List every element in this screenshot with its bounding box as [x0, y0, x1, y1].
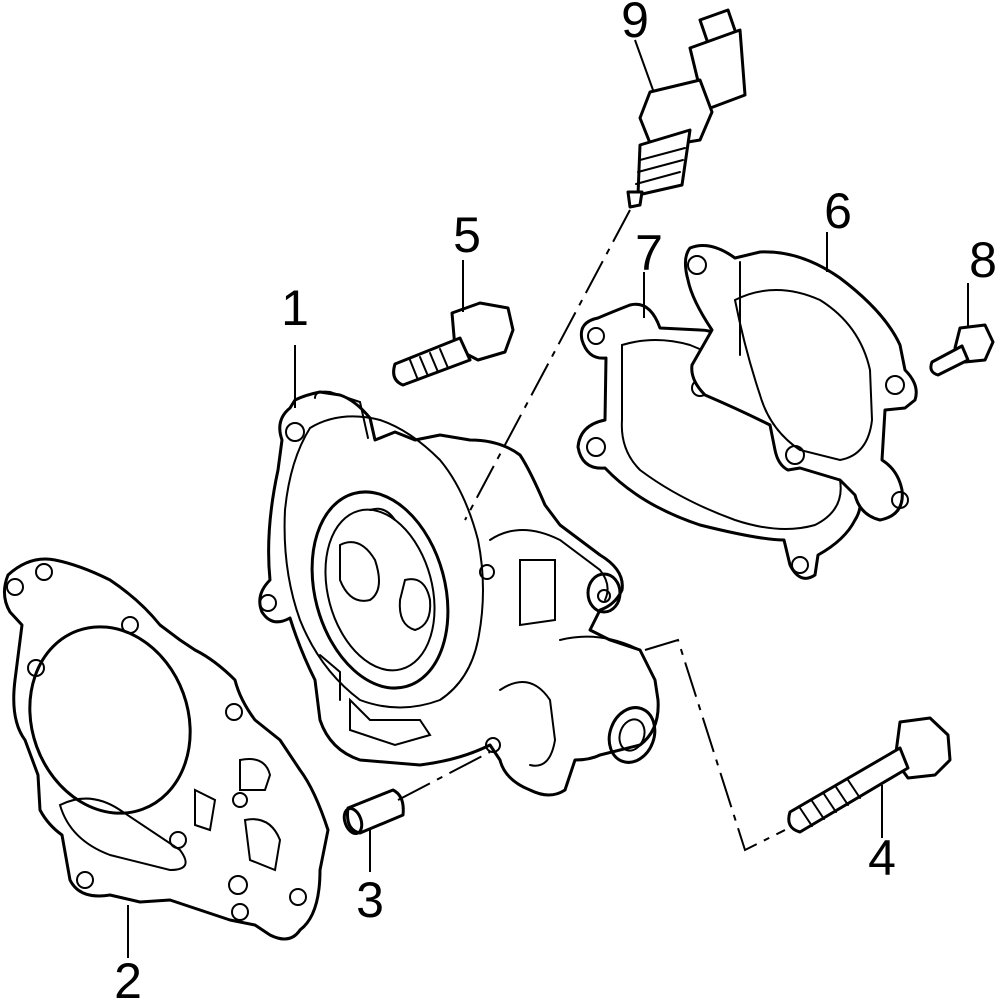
part-3-dowel	[342, 788, 405, 836]
part-4-bolt	[787, 716, 952, 834]
leader-lines	[127, 39, 969, 958]
part-1-housing	[258, 390, 660, 797]
callout-1: 1	[281, 280, 309, 336]
callout-5: 5	[453, 207, 481, 263]
part-6-cover	[683, 244, 918, 522]
callout-8: 8	[969, 232, 997, 288]
callout-9: 9	[621, 0, 649, 48]
callout-3: 3	[356, 872, 384, 928]
callout-4: 4	[868, 830, 896, 886]
part-9-spark-plug	[626, 8, 747, 209]
part-2-gasket	[3, 557, 330, 941]
callout-2: 2	[114, 953, 142, 1000]
callout-6: 6	[824, 183, 852, 239]
part-5-bolt	[392, 301, 515, 387]
part-8-bolt	[929, 323, 995, 377]
callout-7: 7	[635, 225, 663, 281]
